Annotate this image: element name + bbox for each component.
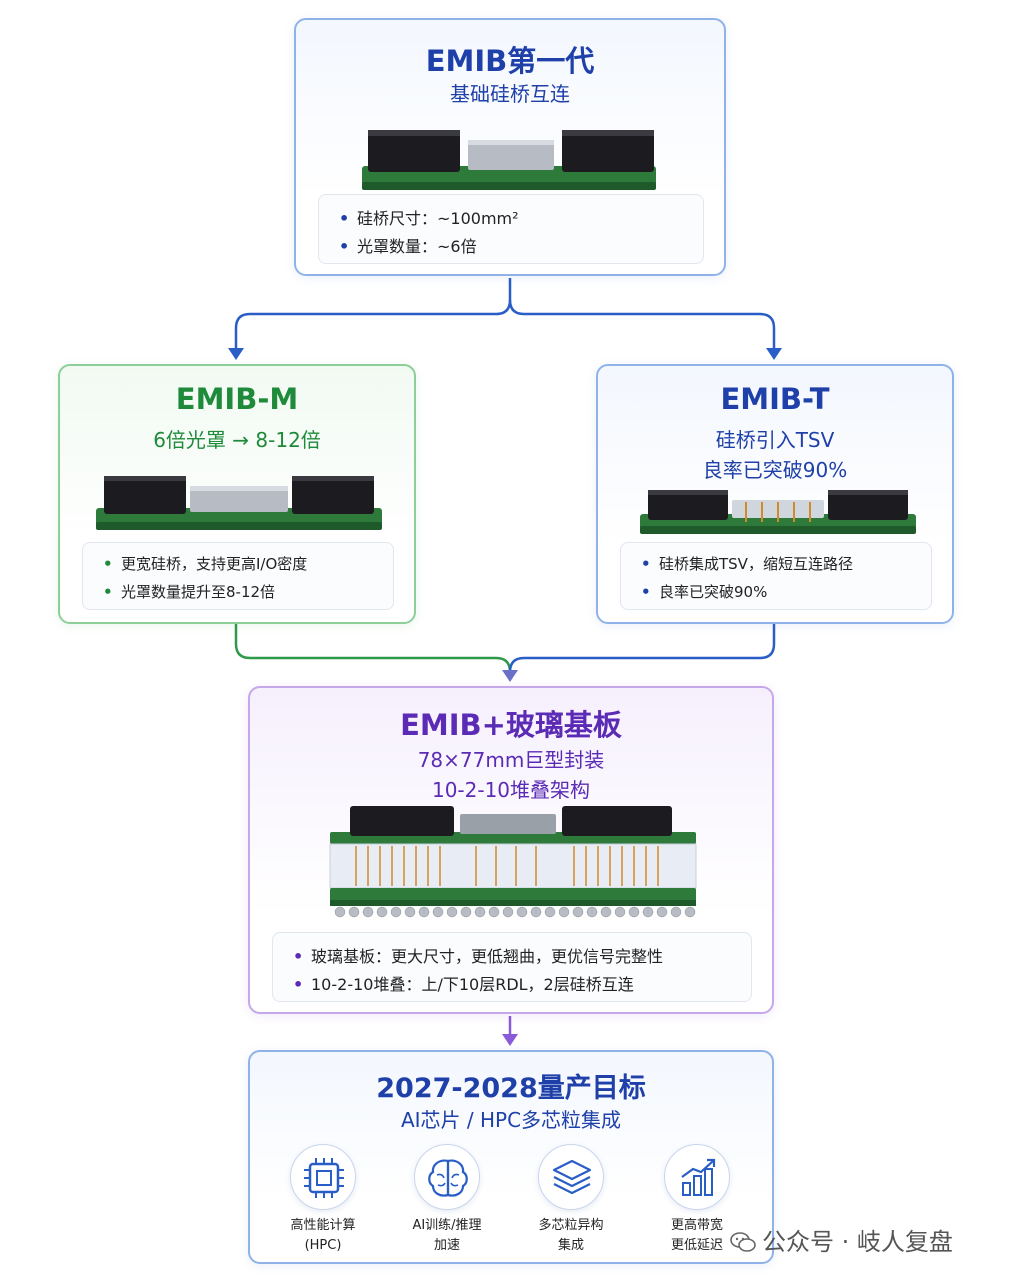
emib-t-subtitle-1: 硅桥引入TSV	[715, 428, 835, 452]
chiplet-app-label: 多芯粒异构集成	[538, 1218, 604, 1253]
list-item: •10-2-10堆叠：上/下10层RDL，2层硅桥互连	[293, 975, 634, 994]
watermark-text: 公众号 · 岐人复盘	[762, 1228, 953, 1256]
bandwidth-app-badge	[664, 1144, 730, 1210]
brain-icon	[428, 1159, 468, 1197]
hpc-app-label: 高性能计算(HPC)	[290, 1218, 356, 1253]
emib-gen1-bullets: •硅桥尺寸：~100mm² •光罩数量：~6倍	[318, 194, 704, 264]
connector-gen1-right	[508, 299, 776, 350]
emib-glass-card: EMIB+玻璃基板 78×77mm巨型封装 10-2-10堆叠架构	[248, 686, 774, 1014]
watermark: 公众号 · 岐人复盘	[730, 1222, 953, 1257]
production-target-card: 2027-2028量产目标 AI芯片 / HPC多芯粒集成 高性能计算(HPC)…	[248, 1050, 774, 1264]
production-target-subtitle: AI芯片 / HPC多芯粒集成	[400, 1108, 622, 1132]
ai-app-label: AI训练/推理加速	[412, 1218, 482, 1253]
arrow-to-emib-t	[766, 348, 782, 360]
list-item: •光罩数量提升至8-12倍	[103, 583, 276, 601]
arrow-to-glass	[502, 670, 518, 682]
arrow-to-target	[502, 1034, 518, 1046]
chip-icon	[304, 1158, 344, 1198]
arrow-to-emib-m	[228, 348, 244, 360]
emib-glass-subtitle-2: 10-2-10堆叠架构	[431, 778, 591, 802]
connector-emib-t-merge	[508, 624, 776, 673]
emib-gen1-package-illustration	[362, 130, 656, 190]
emib-glass-package-illustration	[329, 806, 697, 918]
list-item: •硅桥集成TSV，缩短互连路径	[641, 555, 853, 573]
emib-t-package-illustration	[640, 490, 916, 534]
emib-glass-title: EMIB+玻璃基板	[400, 708, 622, 742]
emib-gen1-subtitle: 基础硅桥互连	[450, 82, 570, 106]
ai-app-badge	[414, 1144, 480, 1210]
emib-t-bullets: •硅桥集成TSV，缩短互连路径 •良率已突破90%	[620, 542, 932, 610]
list-item: •良率已突破90%	[641, 583, 768, 601]
emib-m-subtitle: 6倍光罩 → 8-12倍	[153, 428, 321, 452]
production-target-title: 2027-2028量产目标	[376, 1073, 646, 1104]
bandwidth-app-label: 更高带宽更低延迟	[670, 1218, 723, 1253]
list-item: •硅桥尺寸：~100mm²	[339, 209, 519, 228]
emib-t-card: EMIB-T 硅桥引入TSV 良率已突破90% •硅桥集成TSV，缩短互连路径 …	[596, 364, 954, 624]
wechat-icon	[730, 1232, 756, 1252]
layers-icon	[552, 1159, 592, 1195]
list-item: •更宽硅桥，支持更高I/O密度	[103, 555, 308, 573]
emib-m-bullets: •更宽硅桥，支持更高I/O密度 •光罩数量提升至8-12倍	[82, 542, 394, 610]
list-item: •光罩数量：~6倍	[339, 237, 477, 256]
emib-m-card: EMIB-M 6倍光罩 → 8-12倍 •更宽硅桥，支持更高I/O密度 •光罩数…	[58, 364, 416, 624]
list-item: •玻璃基板：更大尺寸，更低翘曲，更优信号完整性	[293, 947, 664, 966]
emib-t-title: EMIB-T	[720, 382, 830, 416]
emib-gen1-title: EMIB第一代	[425, 44, 595, 78]
connector-emib-m-merge	[234, 624, 512, 673]
chiplet-app-badge	[538, 1144, 604, 1210]
bar-chart-icon	[681, 1158, 716, 1196]
emib-t-subtitle-2: 良率已突破90%	[702, 458, 848, 482]
emib-m-title: EMIB-M	[175, 382, 299, 416]
hpc-app-badge	[290, 1144, 356, 1210]
emib-glass-subtitle-1: 78×77mm巨型封装	[417, 748, 605, 772]
emib-m-package-illustration	[96, 476, 382, 530]
emib-glass-bullets: •玻璃基板：更大尺寸，更低翘曲，更优信号完整性 •10-2-10堆叠：上/下10…	[272, 932, 752, 1002]
connector-gen1-split	[234, 278, 512, 350]
emib-gen1-card: EMIB第一代 基础硅桥互连 •硅桥尺寸：~100mm² •光罩数量：~6倍	[294, 18, 726, 276]
